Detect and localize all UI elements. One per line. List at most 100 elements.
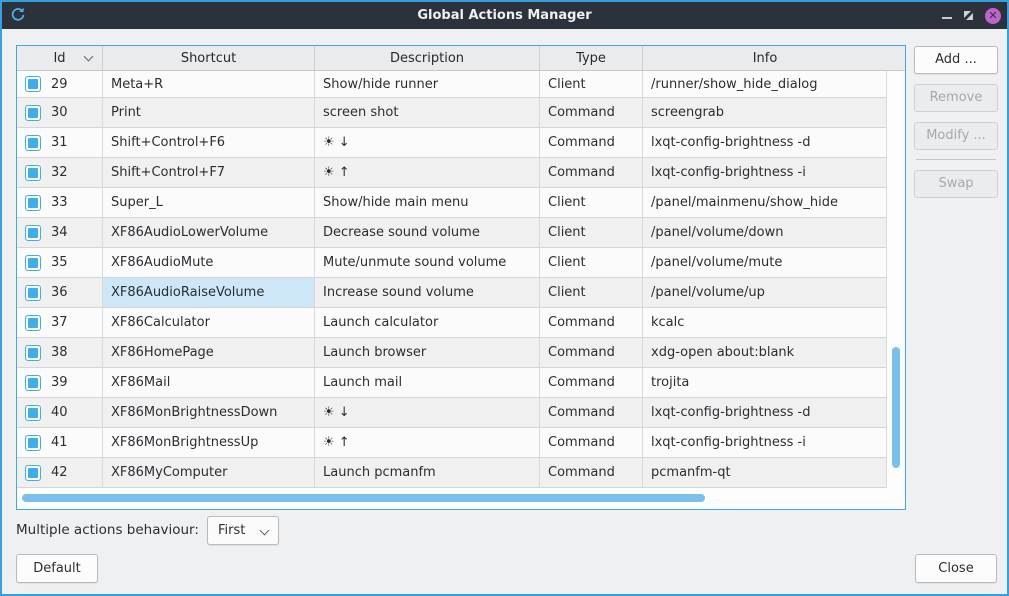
cell-shortcut[interactable]: XF86MonBrightnessUp — [103, 428, 315, 458]
cell-info[interactable]: lxqt-config-brightness -i — [643, 158, 887, 188]
cell-info[interactable]: lxqt-config-brightness -i — [643, 428, 887, 458]
cell-type[interactable]: Command — [540, 308, 643, 338]
cell-description[interactable]: Increase sound volume — [315, 278, 540, 308]
column-header-id[interactable]: Id — [17, 46, 103, 70]
cell-type[interactable]: Command — [540, 458, 643, 488]
cell-info[interactable]: trojita — [643, 368, 887, 398]
column-header-description[interactable]: Description — [315, 46, 540, 70]
column-header-shortcut[interactable]: Shortcut — [103, 46, 315, 70]
cell-id[interactable]: 40 — [17, 398, 103, 428]
row-checkbox[interactable] — [25, 464, 41, 481]
cell-shortcut[interactable]: XF86MyComputer — [103, 458, 315, 488]
cell-shortcut[interactable]: XF86AudioRaiseVolume — [103, 278, 315, 308]
cell-id[interactable]: 38 — [17, 338, 103, 368]
cell-shortcut[interactable]: XF86AudioMute — [103, 248, 315, 278]
row-checkbox[interactable] — [25, 434, 41, 451]
row-checkbox[interactable] — [25, 194, 41, 211]
cell-info[interactable]: lxqt-config-brightness -d — [643, 128, 887, 158]
cell-id[interactable]: 35 — [17, 248, 103, 278]
cell-description[interactable]: screen shot — [315, 98, 540, 128]
cell-info[interactable]: /panel/volume/down — [643, 218, 887, 248]
cell-shortcut[interactable]: XF86Mail — [103, 368, 315, 398]
column-header-info[interactable]: Info — [752, 50, 778, 66]
behaviour-select[interactable]: First — [207, 516, 279, 545]
cell-info[interactable]: xdg-open about:blank — [643, 338, 887, 368]
cell-type[interactable]: Command — [540, 338, 643, 368]
cell-type[interactable]: Client — [540, 248, 643, 278]
row-checkbox[interactable] — [25, 76, 41, 92]
cell-info[interactable]: lxqt-config-brightness -d — [643, 398, 887, 428]
cell-description[interactable]: Mute/unmute sound volume — [315, 248, 540, 278]
cell-shortcut[interactable]: Print — [103, 98, 315, 128]
default-button[interactable]: Default — [16, 554, 98, 583]
cell-info[interactable]: kcalc — [643, 308, 887, 338]
cell-shortcut[interactable]: XF86HomePage — [103, 338, 315, 368]
cell-id[interactable]: 36 — [17, 278, 103, 308]
cell-type[interactable]: Client — [540, 218, 643, 248]
cell-shortcut[interactable]: Shift+Control+F6 — [103, 128, 315, 158]
titlebar[interactable]: Global Actions Manager ✕ — [2, 2, 1007, 29]
cell-id[interactable]: 33 — [17, 188, 103, 218]
cell-description[interactable]: Show/hide main menu — [315, 188, 540, 218]
cell-id[interactable]: 41 — [17, 428, 103, 458]
cell-description[interactable]: Show/hide runner — [315, 71, 540, 98]
cell-description[interactable]: ☀ ↑ — [315, 158, 540, 188]
cell-type[interactable]: Command — [540, 128, 643, 158]
row-checkbox[interactable] — [25, 314, 41, 331]
cell-type[interactable]: Command — [540, 98, 643, 128]
column-header-type[interactable]: Type — [540, 46, 643, 70]
cell-shortcut[interactable]: Super_L — [103, 188, 315, 218]
cell-shortcut[interactable]: Shift+Control+F7 — [103, 158, 315, 188]
cell-info[interactable]: /panel/volume/mute — [643, 248, 887, 278]
cell-info[interactable]: /panel/mainmenu/show_hide — [643, 188, 887, 218]
cell-type[interactable]: Command — [540, 368, 643, 398]
row-checkbox[interactable] — [25, 344, 41, 361]
cell-id[interactable]: 32 — [17, 158, 103, 188]
cell-type[interactable]: Client — [540, 71, 643, 98]
row-checkbox[interactable] — [25, 254, 41, 271]
cell-type[interactable]: Command — [540, 398, 643, 428]
row-checkbox[interactable] — [25, 284, 41, 301]
cell-info[interactable]: /panel/volume/up — [643, 278, 887, 308]
cell-id[interactable]: 39 — [17, 368, 103, 398]
cell-id[interactable]: 31 — [17, 128, 103, 158]
row-checkbox[interactable] — [25, 224, 41, 241]
cell-info[interactable]: /runner/show_hide_dialog — [643, 71, 887, 98]
row-checkbox[interactable] — [25, 374, 41, 391]
cell-shortcut[interactable]: XF86AudioLowerVolume — [103, 218, 315, 248]
row-checkbox[interactable] — [25, 134, 41, 151]
minimize-button[interactable] — [942, 16, 952, 19]
row-checkbox[interactable] — [25, 164, 41, 181]
cell-shortcut[interactable]: Meta+R — [103, 71, 315, 98]
cell-id[interactable]: 37 — [17, 308, 103, 338]
cell-description[interactable]: Launch mail — [315, 368, 540, 398]
close-button[interactable]: Close — [915, 554, 997, 583]
cell-description[interactable]: Launch pcmanfm — [315, 458, 540, 488]
cell-type[interactable]: Command — [540, 428, 643, 458]
cell-id[interactable]: 42 — [17, 458, 103, 488]
cell-id[interactable]: 29 — [17, 71, 103, 98]
cell-id[interactable]: 30 — [17, 98, 103, 128]
add-button[interactable]: Add ... — [914, 46, 998, 74]
restore-button[interactable] — [962, 9, 975, 22]
cell-id[interactable]: 34 — [17, 218, 103, 248]
vertical-scrollbar[interactable] — [892, 347, 900, 468]
cell-type[interactable]: Client — [540, 278, 643, 308]
row-checkbox[interactable] — [25, 404, 41, 421]
cell-description[interactable]: ☀ ↑ — [315, 428, 540, 458]
horizontal-scrollbar[interactable] — [22, 494, 705, 502]
cell-description[interactable]: Decrease sound volume — [315, 218, 540, 248]
